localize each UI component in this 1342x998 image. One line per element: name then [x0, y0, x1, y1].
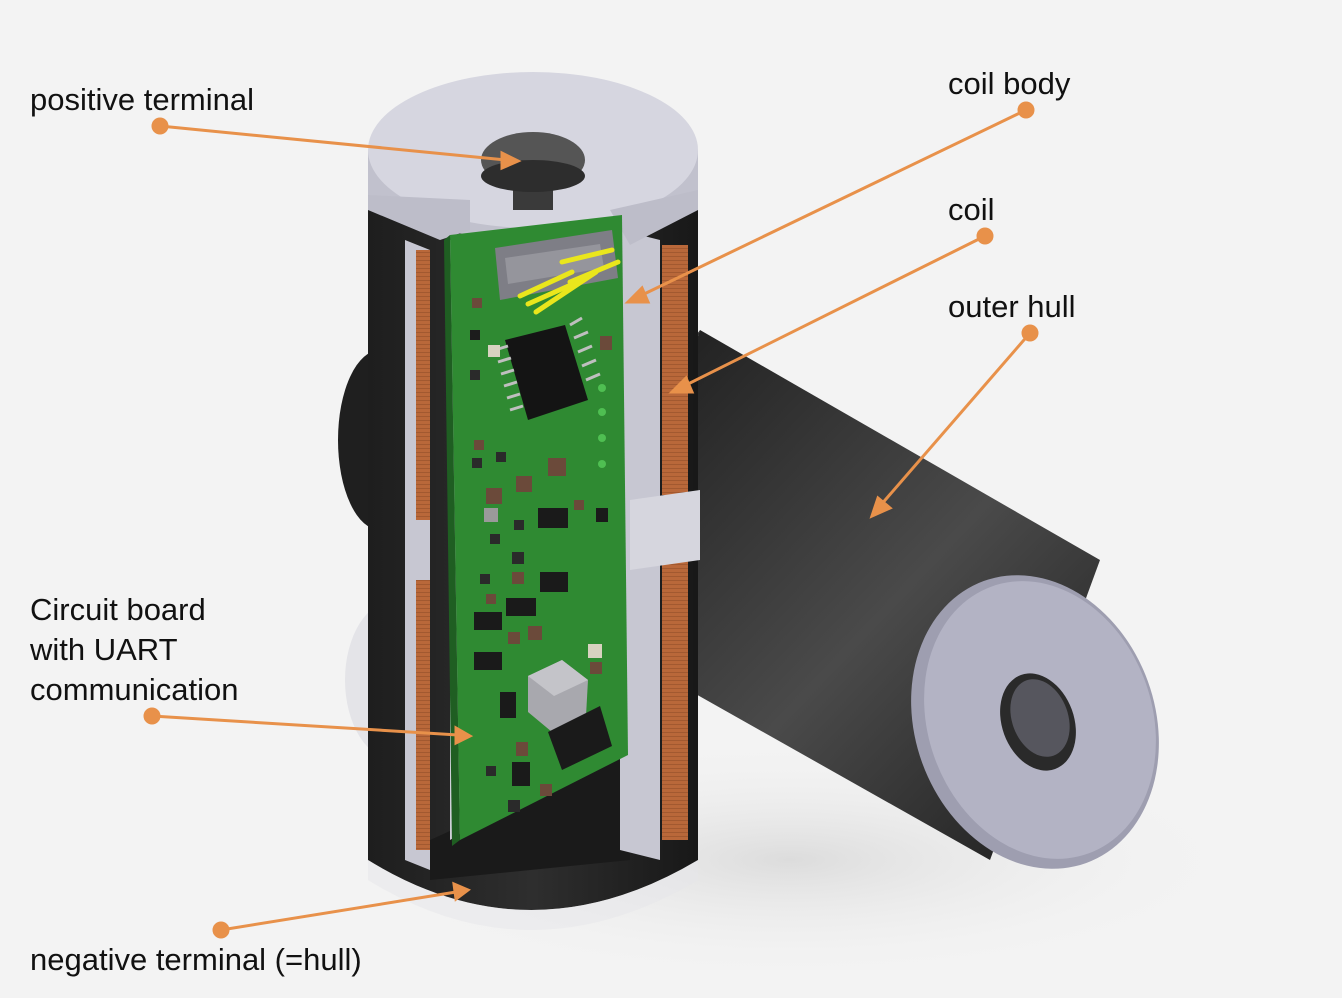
circuit-board	[444, 215, 628, 846]
negative-terminal-base	[430, 750, 630, 880]
label-negative-terminal: negative terminal (=hull)	[30, 942, 362, 977]
coil-right-lower	[662, 560, 688, 840]
lying-cell-end-hole-inner	[1010, 679, 1070, 757]
leader-coil	[668, 227, 994, 394]
positive-terminal-rim	[481, 160, 585, 192]
label-coil: coil	[948, 192, 995, 227]
uart-pins	[517, 247, 621, 315]
hull-bottom-rim	[368, 860, 698, 930]
leader-positive-terminal	[151, 117, 522, 171]
label-outer-hull: outer hull	[948, 289, 1076, 324]
label-positive-terminal: positive terminal	[30, 82, 254, 117]
leader-lines	[143, 101, 1039, 939]
coil-left-lower	[416, 580, 430, 850]
inductor-top	[528, 660, 588, 696]
coil-right-upper	[662, 245, 688, 495]
voltage-regulator	[548, 706, 612, 770]
top-cap-cut-right	[610, 190, 698, 245]
lying-cell	[591, 330, 1159, 869]
ic-chip	[505, 325, 588, 420]
label-coil-body: coil body	[948, 66, 1071, 101]
leader-coil-body	[624, 101, 1035, 304]
label-circuit-board: Circuit board with UART communication	[30, 592, 239, 707]
coil-body-flange	[630, 490, 700, 570]
ic-pins	[494, 316, 601, 412]
leader-negative-terminal	[212, 881, 471, 939]
leader-circuit-board	[143, 707, 474, 746]
leader-outer-hull	[869, 324, 1039, 519]
uart-connector-top	[505, 244, 604, 284]
smd-components	[470, 298, 612, 812]
coil-left-upper	[416, 250, 430, 520]
standing-cell	[338, 72, 700, 930]
pcb-edge	[444, 235, 460, 846]
top-cap-cut-left	[368, 195, 470, 240]
